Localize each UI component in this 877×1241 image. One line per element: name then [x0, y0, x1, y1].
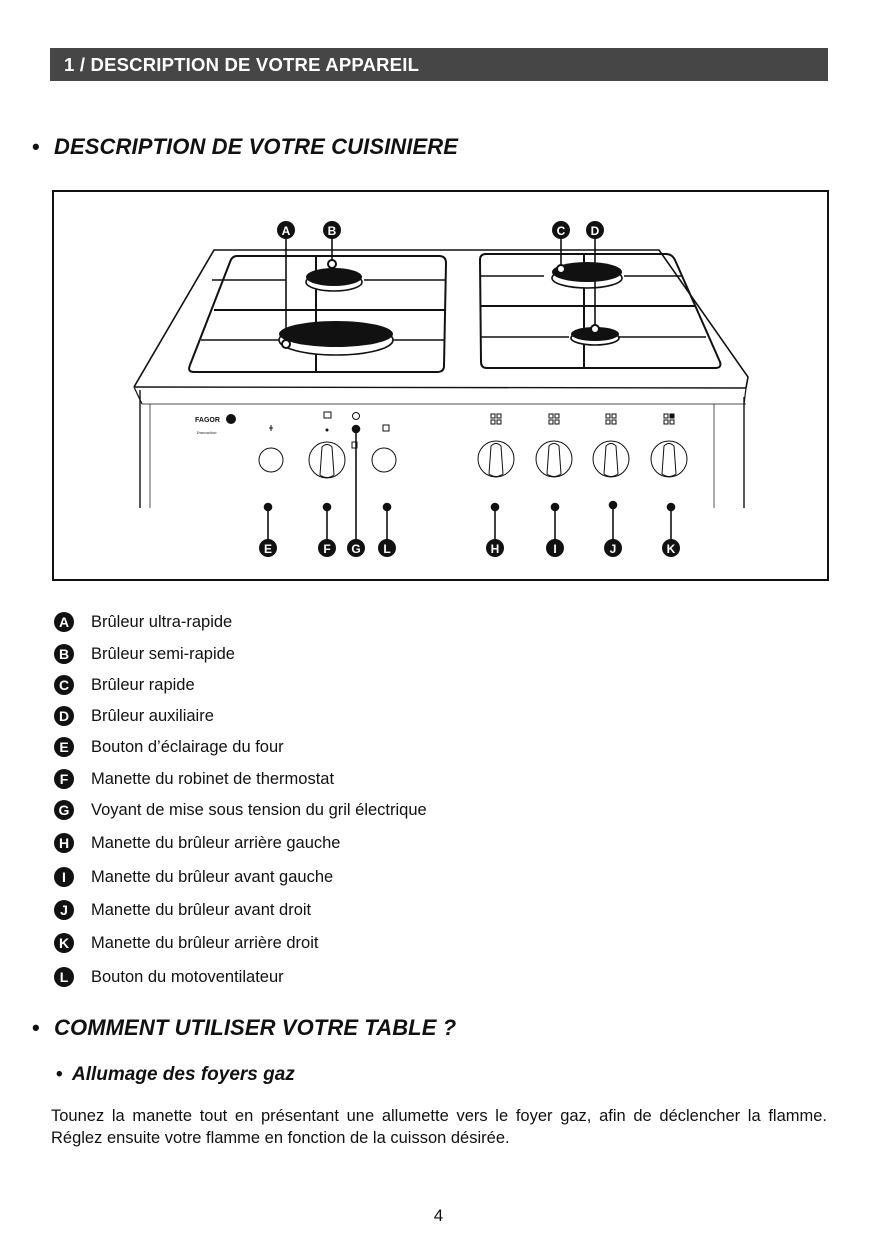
svg-text:A: A — [282, 224, 291, 238]
svg-text:H: H — [491, 542, 500, 556]
page-number: 4 — [433, 1206, 444, 1225]
model-text: Innovation — [196, 430, 217, 435]
section-header-bar: 1 / DESCRIPTION DE VOTRE APPAREIL — [50, 48, 828, 81]
legend-badge: C — [54, 675, 74, 695]
paragraph: Tounez la manette tout en présentant une… — [51, 1107, 827, 1147]
callout-k: K — [662, 539, 680, 557]
legend-label: Manette du brûleur avant droit — [91, 901, 312, 919]
legend-badge: B — [54, 644, 74, 664]
svg-text:K: K — [667, 542, 676, 556]
svg-text:L: L — [383, 542, 390, 556]
burner-rapid — [551, 262, 623, 289]
burner-ultra-rapid — [278, 321, 394, 356]
legend-label: Brûleur auxiliaire — [91, 707, 214, 725]
callout-l: L — [378, 539, 396, 557]
callout-c: C — [552, 221, 570, 239]
callout-h: H — [486, 539, 504, 557]
callout-b: B — [323, 221, 341, 239]
section-title-description: • DESCRIPTION DE VOTRE CUISINIERE — [32, 134, 458, 160]
legend-label: Manette du brûleur arrière droit — [91, 934, 319, 952]
section-title-text: DESCRIPTION DE VOTRE CUISINIERE — [54, 134, 459, 159]
legend-label: Bouton d’éclairage du four — [91, 738, 284, 756]
callout-e: E — [259, 539, 277, 557]
oven-light-button — [258, 447, 284, 473]
legend-label: Brûleur rapide — [91, 676, 195, 694]
burner-knobs — [477, 413, 688, 478]
callout-f: F — [318, 539, 336, 557]
thermostat-knob — [308, 428, 346, 479]
svg-text:G: G — [351, 542, 360, 556]
legend-badge: F — [54, 769, 74, 789]
legend-badge: E — [54, 737, 74, 757]
bullet: • — [56, 1064, 63, 1085]
legend-label: Bouton du motoventilateur — [91, 968, 284, 986]
svg-text:I: I — [553, 542, 556, 556]
svg-text:F: F — [323, 542, 330, 556]
svg-text:B: B — [328, 224, 337, 238]
legend-badge: A — [54, 612, 74, 632]
fan-button — [371, 447, 397, 473]
legend-badge: G — [54, 800, 74, 820]
legend-label: Brûleur ultra-rapide — [91, 613, 233, 631]
cooktop-outline — [133, 249, 749, 389]
legend-badge: D — [54, 706, 74, 726]
cooker-diagram: FAGOR Innovation — [52, 190, 829, 581]
callout-j: J — [604, 539, 622, 557]
legend-badge: L — [54, 967, 74, 987]
svg-text:J: J — [610, 542, 617, 556]
callout-a: A — [277, 221, 295, 239]
legend-badge: J — [54, 900, 74, 920]
cooktop-front-edge — [133, 386, 747, 389]
burner-semi-rapid — [305, 268, 363, 292]
legend-label: Manette du brûleur avant gauche — [91, 868, 334, 886]
legend-badge: K — [54, 933, 74, 953]
legend-badge: H — [54, 833, 74, 853]
brand-text: FAGOR — [195, 417, 220, 424]
callout-i: I — [546, 539, 564, 557]
cooker-illustration: FAGOR Innovation — [133, 221, 749, 557]
bullet: • — [32, 1015, 40, 1040]
legend-label: Brûleur semi-rapide — [91, 645, 235, 663]
legend-label: Manette du robinet de thermostat — [91, 770, 335, 788]
svg-text:E: E — [264, 542, 272, 556]
legend-badge: I — [54, 867, 74, 887]
fagor-logo: FAGOR Innovation — [195, 414, 236, 435]
subsection-title-text: Allumage des foyers gaz — [72, 1064, 295, 1085]
legend-label: Manette du brûleur arrière gauche — [91, 834, 341, 852]
section-title-text: COMMENT UTILISER VOTRE TABLE ? — [54, 1015, 457, 1040]
svg-text:C: C — [557, 224, 566, 238]
legend-label: Voyant de mise sous tension du gril élec… — [91, 801, 427, 819]
svg-text:D: D — [591, 224, 600, 238]
subsection-title: • Allumage des foyers gaz — [56, 1064, 295, 1086]
callout-g: G — [347, 539, 365, 557]
section-title-usage: • COMMENT UTILISER VOTRE TABLE ? — [32, 1015, 456, 1041]
callout-badges: A B C D E F G L H I J K — [259, 221, 680, 557]
callout-d: D — [586, 221, 604, 239]
bullet: • — [32, 134, 40, 159]
